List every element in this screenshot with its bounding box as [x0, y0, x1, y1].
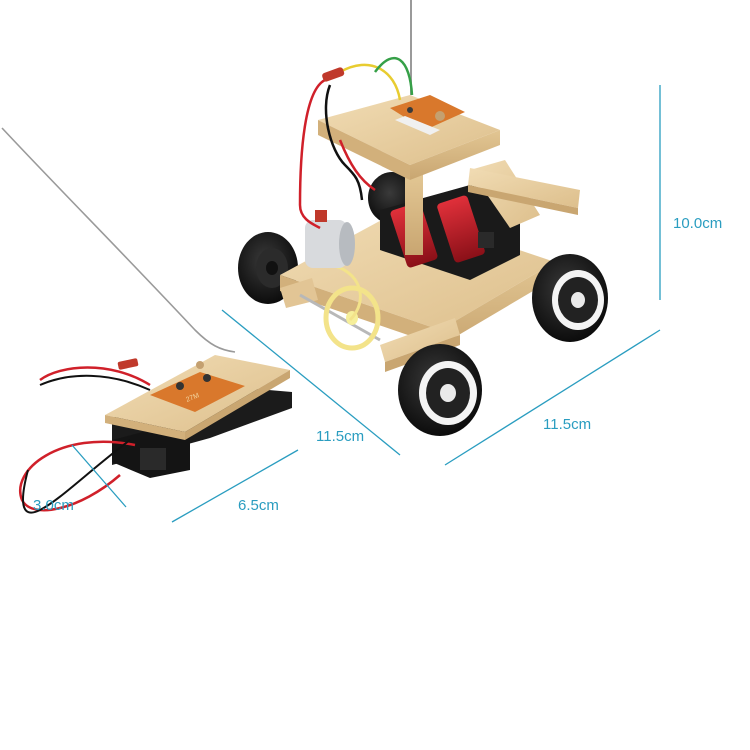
remote-pcb-text: 27M — [185, 392, 200, 404]
remote-wire-red — [19, 440, 136, 512]
remote-antenna-wire — [1, 127, 236, 353]
dim-label-remote-width: 3.0cm — [33, 497, 74, 514]
crossbar — [468, 168, 580, 208]
chassis-front-side — [440, 262, 555, 346]
support-post — [405, 175, 423, 255]
wheel-front-right — [532, 254, 608, 342]
wheel-front-left — [398, 344, 482, 436]
dim-line-car-length — [221, 309, 401, 456]
dim-line-remote-width — [71, 444, 127, 508]
car-wire-green — [373, 57, 414, 96]
dim-label-height: 10.0cm — [673, 215, 723, 232]
dc-motor — [305, 210, 355, 268]
dim-line-car-width — [444, 329, 661, 466]
pulley-wheel — [323, 285, 381, 351]
dimension-lines — [71, 85, 661, 523]
receiver-board — [390, 95, 465, 135]
dim-label-car-length: 11.5cm — [316, 428, 365, 445]
car-wire-red — [298, 78, 326, 230]
wooden-car — [238, 57, 608, 436]
dim-label-remote-length: 6.5cm — [238, 497, 279, 514]
chassis-left-side — [280, 275, 440, 346]
remote-pcb — [150, 372, 245, 412]
remote-wire-black — [22, 439, 131, 514]
dim-label-car-width: 11.5cm — [543, 416, 592, 433]
car-wire-yellow — [339, 63, 402, 101]
dim-line-remote-length — [171, 449, 299, 523]
car-wire-black — [324, 84, 364, 201]
remote-control: 27M — [19, 355, 292, 514]
